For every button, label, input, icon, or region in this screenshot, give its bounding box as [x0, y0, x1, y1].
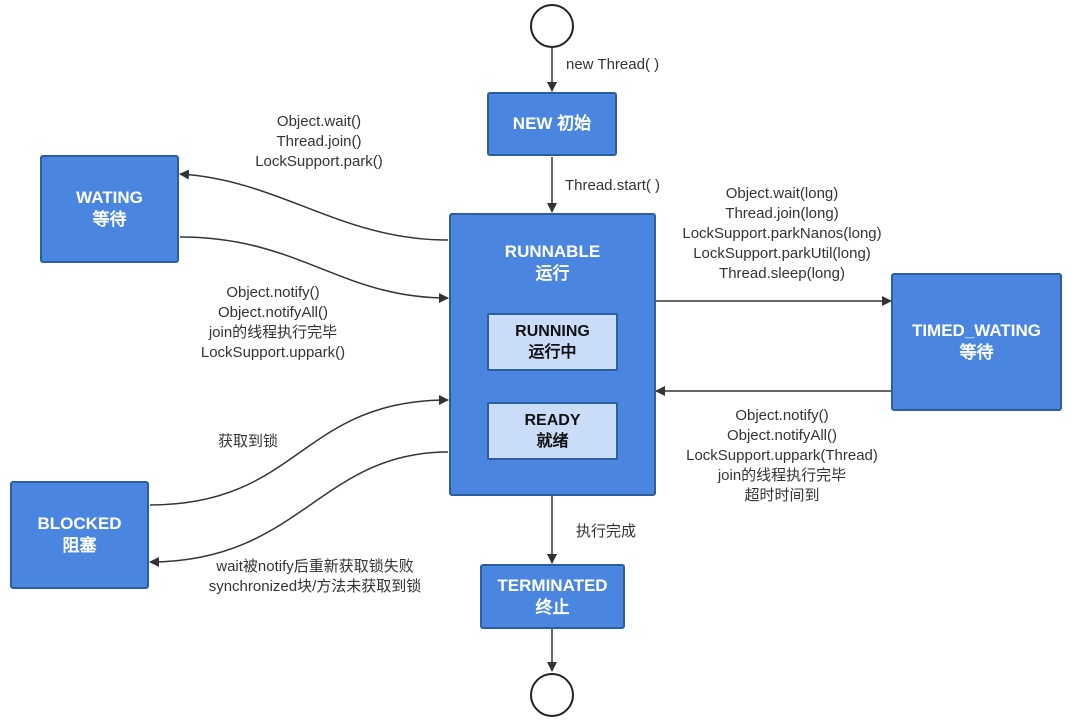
label-line: Thread.join() — [276, 133, 362, 150]
label-line: Thread.join(long) — [725, 205, 839, 222]
arrow-blocked-to-runnable — [149, 395, 449, 506]
state-terminated-subtitle: 终止 — [535, 597, 570, 617]
label-line: Object.wait() — [276, 113, 362, 130]
state-ready-subtitle: 就绪 — [536, 433, 569, 450]
state-new-title: NEW 初始 — [512, 114, 592, 133]
label-line: Object.notify() — [735, 407, 829, 424]
state-runnable-title: RUNNABLE — [504, 242, 601, 261]
state-blocked: BLOCKED 阻塞 — [10, 481, 149, 589]
label-line: synchronized块/方法未获取到锁 — [208, 578, 422, 595]
label-line: Object.wait(long) — [725, 185, 839, 202]
label-line: Object.notifyAll() — [726, 427, 838, 444]
state-ready-title: READY — [524, 412, 581, 429]
arrow-runnable-to-blocked — [149, 451, 449, 567]
label-timed-waiting-to-runnable: Object.notify() Object.notifyAll() LockS… — [686, 406, 878, 506]
state-waiting: WATING 等待 — [40, 155, 179, 263]
state-running-subtitle: 运行中 — [528, 344, 577, 361]
arrow-runnable-to-waiting — [179, 169, 449, 241]
state-runnable-subtitle: 运行 — [535, 264, 570, 283]
label-line: 执行完成 — [576, 523, 637, 540]
state-timed-waiting-subtitle: 等待 — [959, 343, 994, 362]
label-blocked-to-runnable: 获取到锁 — [218, 432, 278, 452]
state-timed-waiting-title: TIMED_WATING — [911, 321, 1042, 340]
label-line: 获取到锁 — [217, 433, 279, 450]
label-line: new Thread( ) — [566, 56, 660, 73]
state-running: RUNNING 运行中 — [487, 313, 618, 371]
label-line: Thread.sleep(long) — [719, 265, 845, 282]
label-runnable-to-timed-waiting: Object.wait(long) Thread.join(long) Lock… — [682, 184, 881, 284]
state-running-title: RUNNING — [515, 323, 590, 340]
label-line: Object.notify() — [226, 284, 320, 301]
state-blocked-subtitle: 阻塞 — [62, 536, 97, 555]
label-line: wait被notify后重新获取锁失败 — [216, 558, 414, 575]
start-node — [530, 4, 574, 48]
arrow-waiting-to-runnable — [179, 236, 449, 303]
state-terminated: TERMINATED 终止 — [480, 564, 625, 629]
state-timed-waiting: TIMED_WATING 等待 — [891, 273, 1062, 411]
state-terminated-title: TERMINATED — [497, 575, 608, 595]
state-new: NEW 初始 — [487, 92, 617, 156]
label-waiting-to-runnable: Object.notify() Object.notifyAll() join的… — [201, 283, 345, 363]
label-line: join的线程执行完毕 — [717, 467, 847, 484]
label-line: 超时时间到 — [744, 487, 820, 504]
label-line: join的线程执行完毕 — [208, 324, 338, 341]
state-waiting-title: WATING — [76, 188, 143, 207]
label-line: LockSupport.parkNanos(long) — [682, 225, 882, 242]
label-line: LockSupport.uppark() — [200, 344, 346, 361]
label-runnable-to-waiting: Object.wait() Thread.join() LockSupport.… — [255, 112, 383, 172]
state-ready: READY 就绪 — [487, 402, 618, 460]
label-line: Object.notifyAll() — [217, 304, 329, 321]
end-node — [530, 673, 574, 717]
label-runnable-to-terminated: 执行完成 — [576, 522, 636, 542]
label-new-to-runnable: Thread.start( ) — [565, 176, 660, 196]
state-waiting-subtitle: 等待 — [92, 210, 127, 229]
label-line: LockSupport.uppark(Thread) — [686, 447, 878, 464]
label-line: LockSupport.park() — [255, 153, 383, 170]
label-line: LockSupport.parkUtil(long) — [693, 245, 871, 262]
state-blocked-title: BLOCKED — [37, 514, 122, 533]
label-line: Thread.start( ) — [565, 177, 661, 194]
label-start-to-new: new Thread( ) — [566, 55, 659, 75]
label-runnable-to-blocked: wait被notify后重新获取锁失败 synchronized块/方法未获取到… — [209, 557, 422, 597]
